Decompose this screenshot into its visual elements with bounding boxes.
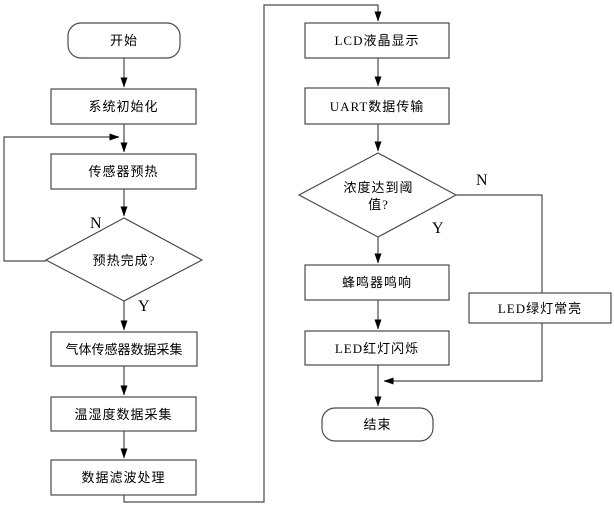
node-buzzer-label: 蜂鸣器鸣响 — [341, 275, 412, 290]
edge-preheat-loop-no — [3, 133, 120, 262]
node-end-label: 结束 — [363, 417, 392, 432]
node-preheat-label: 传感器预热 — [88, 164, 159, 179]
node-lcd-label: LCD液晶显示 — [334, 33, 420, 48]
node-buzzer-shape — [304, 264, 450, 301]
node-filter-shape — [50, 459, 197, 496]
node-ledred-shape — [304, 330, 450, 366]
node-ledgreen-shape — [468, 292, 612, 324]
node-uart-label: UART数据传输 — [329, 98, 425, 114]
node-end-shape — [321, 407, 434, 442]
branch-label-preheat-no: N — [90, 215, 102, 232]
node-ledgreen-label: LED绿灯常亮 — [497, 300, 583, 316]
node-preheat-decision-label: 预热完成? — [92, 252, 156, 268]
edge-decision-no-via-ledgreen — [383, 194, 543, 385]
node-gas-label: 气体传感器数据采集 — [65, 341, 183, 357]
node-sysinit-shape — [50, 88, 197, 125]
node-preheat-shape — [50, 153, 197, 190]
edge-filter-to-lcd — [123, 4, 382, 503]
node-sysinit-label: 系统初始化 — [88, 99, 159, 114]
node-uart-shape — [304, 87, 450, 125]
node-start-label: 开始 — [109, 33, 138, 48]
node-threshold-decision-shape — [297, 152, 458, 238]
node-lcd-shape — [304, 22, 450, 59]
node-gas-shape — [50, 331, 198, 367]
node-start-shape — [67, 22, 181, 59]
branch-label-preheat-yes: Y — [138, 298, 150, 315]
branch-label-threshold-yes: Y — [432, 220, 444, 237]
node-ledred-label: LED红灯闪烁 — [334, 340, 420, 356]
branch-label-threshold-no: N — [476, 172, 488, 189]
node-threshold-decision-label: 浓度达到阈值? — [343, 180, 414, 212]
node-preheat-decision-shape — [44, 217, 204, 302]
node-temp-shape — [50, 396, 197, 432]
node-filter-label: 数据滤波处理 — [81, 470, 166, 485]
node-temp-label: 温湿度数据采集 — [74, 406, 173, 422]
